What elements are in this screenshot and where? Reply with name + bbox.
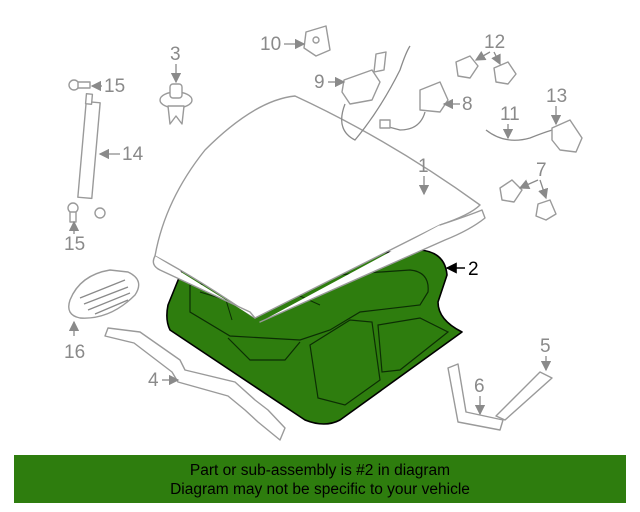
callout-13: 13 xyxy=(546,86,567,126)
callout-6: 6 xyxy=(474,376,486,416)
svg-text:4: 4 xyxy=(148,370,159,391)
svg-text:12: 12 xyxy=(484,32,505,53)
svg-text:13: 13 xyxy=(546,86,567,107)
bumper-part-12[interactable] xyxy=(455,55,517,85)
svg-text:1: 1 xyxy=(418,156,429,177)
svg-text:5: 5 xyxy=(540,336,551,357)
svg-text:16: 16 xyxy=(64,342,85,363)
callout-7: 7 xyxy=(518,160,549,200)
callout-12: 12 xyxy=(474,32,505,66)
banner-line-1: Part or sub-assembly is #2 in diagram xyxy=(189,462,451,479)
callout-3: 3 xyxy=(170,44,182,84)
callout-16: 16 xyxy=(64,320,85,363)
bracket-part-10[interactable] xyxy=(303,25,331,57)
svg-text:10: 10 xyxy=(260,34,281,55)
callout-2: 2 xyxy=(445,259,479,280)
release-cable-part-9[interactable] xyxy=(341,45,411,141)
svg-text:15: 15 xyxy=(64,234,85,255)
seal-part-4[interactable] xyxy=(104,327,286,441)
callout-9: 9 xyxy=(314,72,346,93)
svg-text:2: 2 xyxy=(468,259,479,280)
clip-part-7[interactable] xyxy=(499,179,557,221)
parts-diagram: 1 2 3 4 5 6 7 8 9 10 11 12 xyxy=(64,25,583,441)
callout-8: 8 xyxy=(442,94,473,115)
bolt-part-15-top[interactable] xyxy=(68,79,91,91)
svg-text:8: 8 xyxy=(462,94,473,115)
banner-line-2: Diagram may not be specific to your vehi… xyxy=(170,481,470,498)
info-banner: Part or sub-assembly is #2 in diagram Di… xyxy=(14,455,626,503)
bolt-part-15-bottom[interactable] xyxy=(67,202,79,223)
seal-part-5[interactable] xyxy=(495,371,553,421)
svg-text:15: 15 xyxy=(104,76,125,97)
svg-text:11: 11 xyxy=(500,104,520,125)
vent-part-16[interactable] xyxy=(68,269,140,319)
svg-text:14: 14 xyxy=(122,144,144,165)
callout-5: 5 xyxy=(540,336,552,372)
hood-strut-part-14[interactable] xyxy=(77,93,106,219)
callout-15-bottom: 15 xyxy=(64,220,85,255)
svg-text:9: 9 xyxy=(314,72,325,93)
svg-text:7: 7 xyxy=(536,160,547,181)
callout-4: 4 xyxy=(148,370,180,391)
callout-11: 11 xyxy=(500,104,520,140)
callout-10: 10 xyxy=(260,34,306,55)
hood-part-1[interactable] xyxy=(152,95,486,323)
clip-part-3[interactable] xyxy=(159,83,193,125)
seal-part-6[interactable] xyxy=(447,363,504,431)
hinge-part-13[interactable] xyxy=(551,119,583,153)
callout-1: 1 xyxy=(418,156,430,196)
svg-text:6: 6 xyxy=(474,376,485,397)
callout-14: 14 xyxy=(98,144,144,165)
svg-text:3: 3 xyxy=(170,44,181,65)
prop-rod-part-11[interactable] xyxy=(485,127,561,141)
callout-15-top: 15 xyxy=(90,76,125,97)
